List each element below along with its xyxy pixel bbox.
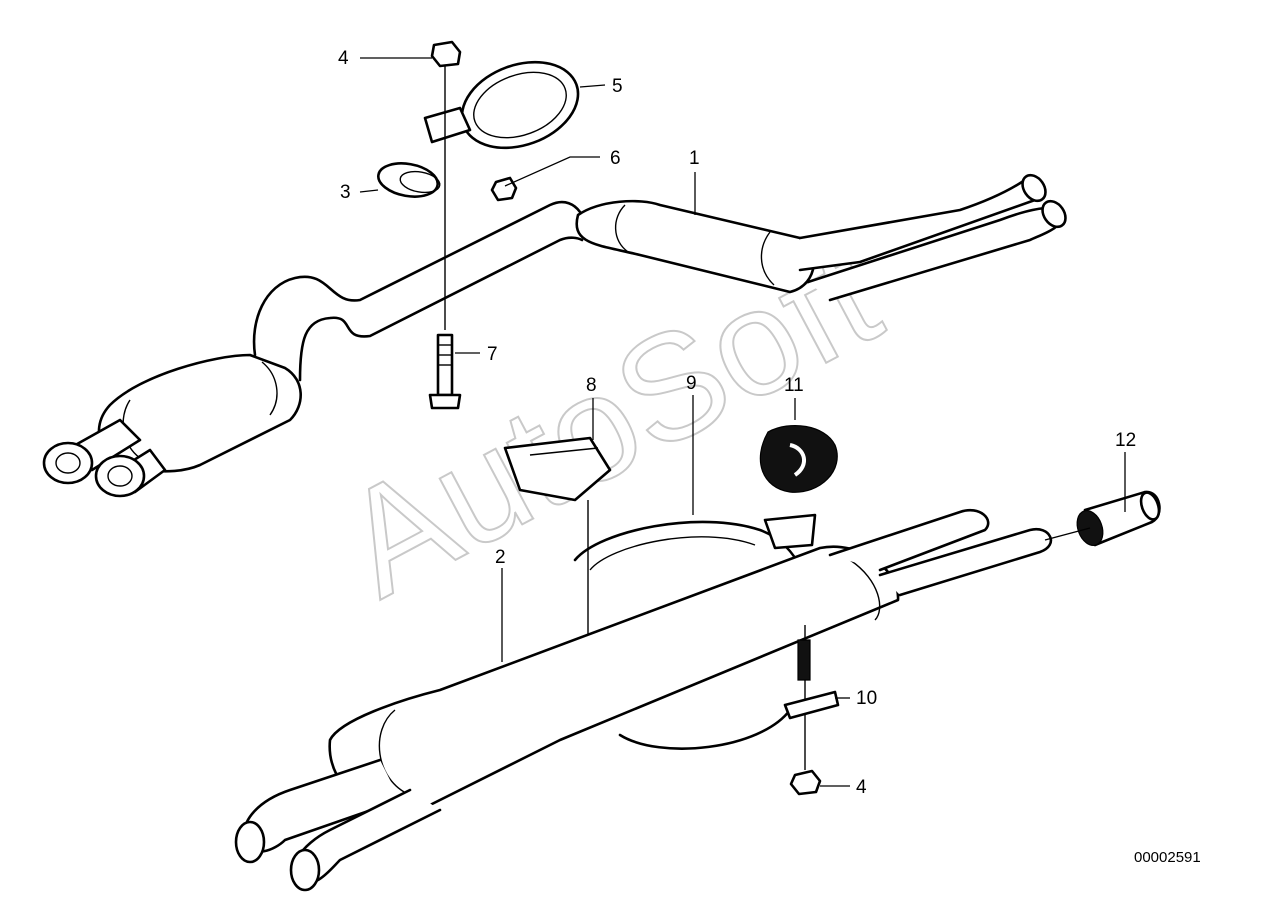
callout-4-top: 4 xyxy=(338,48,349,69)
pipe-clamp-assembly xyxy=(377,40,580,410)
callout-8: 8 xyxy=(586,375,597,396)
callout-1: 1 xyxy=(689,148,700,169)
tail-pipe-sleeve xyxy=(1044,490,1161,547)
callout-4-bottom: 4 xyxy=(856,777,867,798)
callout-9: 9 xyxy=(686,373,697,394)
callout-12: 12 xyxy=(1115,430,1136,451)
callout-labels: 1 2 3 4 4 5 6 7 8 9 10 11 12 xyxy=(338,48,1136,798)
callout-11: 11 xyxy=(784,375,804,396)
callout-3: 3 xyxy=(340,182,351,203)
callout-10: 10 xyxy=(856,688,877,709)
rear-muffler-assembly xyxy=(234,436,1053,892)
callout-7: 7 xyxy=(487,344,498,365)
catalog-number: 00002591 xyxy=(1134,849,1201,866)
rubber-mount xyxy=(759,425,838,493)
callout-6: 6 xyxy=(610,148,621,169)
callout-5: 5 xyxy=(612,76,623,97)
leader-lines xyxy=(359,57,1126,787)
callout-2: 2 xyxy=(495,547,506,568)
front-pipe-assembly xyxy=(42,173,1067,498)
